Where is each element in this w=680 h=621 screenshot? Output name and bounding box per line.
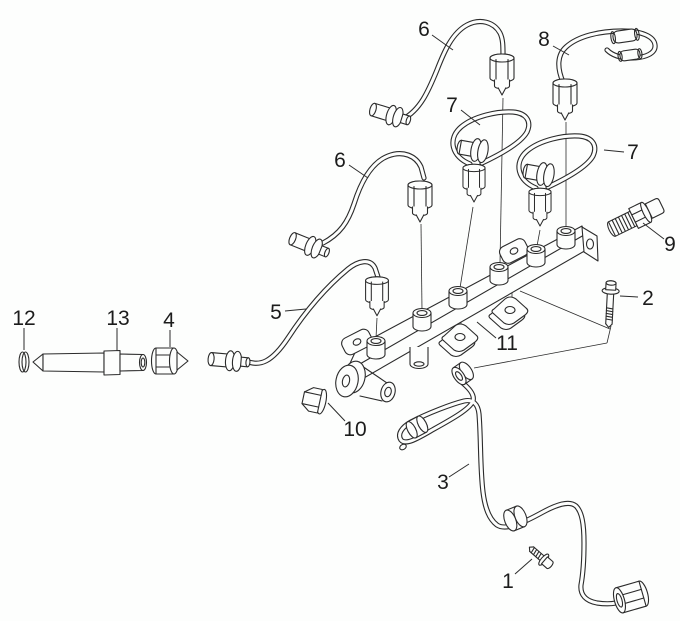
- flange-bolt-1-drawing: [524, 541, 557, 573]
- mount-plate-11a: [438, 323, 479, 358]
- loop-pipe-7a-drawing: [450, 109, 532, 203]
- fuel-pipe-5-drawing: [206, 259, 389, 373]
- callout-4: 4: [163, 309, 175, 332]
- callout-6-lower: 6: [334, 149, 346, 172]
- pressure-sensor-9-drawing: [607, 198, 665, 237]
- seal-ring-12-drawing: [18, 351, 30, 373]
- callout-12: 12: [12, 307, 35, 330]
- callout-11: 11: [496, 332, 518, 355]
- hose-end-nut: [612, 580, 650, 614]
- callout-9: 9: [664, 233, 676, 256]
- flange-bolt-2-drawing: [601, 280, 620, 328]
- callout-13: 13: [106, 307, 129, 330]
- assembly-alignment-lines: [375, 97, 612, 369]
- callout-1: 1: [502, 570, 514, 593]
- callout-6-top: 6: [418, 18, 430, 41]
- rail-bracket-tab-right: [498, 238, 530, 264]
- injection-pipe-6b-drawing: [285, 151, 433, 264]
- rail-under-port: [409, 347, 429, 370]
- injection-pipe-6a-drawing: [366, 18, 515, 132]
- callout-3: 3: [437, 471, 449, 494]
- rail-junction-block: [335, 360, 396, 403]
- callout-2: 2: [642, 287, 654, 310]
- callout-leader-lines: [23, 34, 665, 575]
- callout-7-right: 7: [627, 141, 639, 164]
- return-hose-3-drawing: [397, 361, 650, 614]
- mount-plate-11b: [488, 296, 529, 331]
- callout-10: 10: [343, 418, 366, 441]
- hose-banjo-fitting: [451, 361, 474, 386]
- loop-pipe-7b-drawing: [516, 133, 598, 227]
- rail-port-5: [526, 243, 546, 268]
- rail-port-6: [556, 225, 576, 250]
- callout-7-upper: 7: [446, 94, 458, 117]
- callout-5: 5: [270, 301, 282, 324]
- rail-bracket-tab-left: [341, 328, 373, 356]
- hose-ferrule: [405, 415, 429, 439]
- leak-off-pipe-8-drawing: [552, 27, 658, 121]
- rail-port-2: [412, 307, 432, 332]
- callout-8: 8: [538, 28, 550, 51]
- hose-clamp: [503, 505, 528, 532]
- rail-port-1: [366, 335, 386, 360]
- union-nut-4-drawing: [150, 347, 189, 375]
- injector-tube-13-drawing: [32, 349, 148, 376]
- rail-port-3: [448, 285, 468, 310]
- fuel-rail-drawing: [335, 225, 599, 403]
- hex-plug-10-drawing: [301, 387, 328, 415]
- rail-port-4: [489, 261, 509, 286]
